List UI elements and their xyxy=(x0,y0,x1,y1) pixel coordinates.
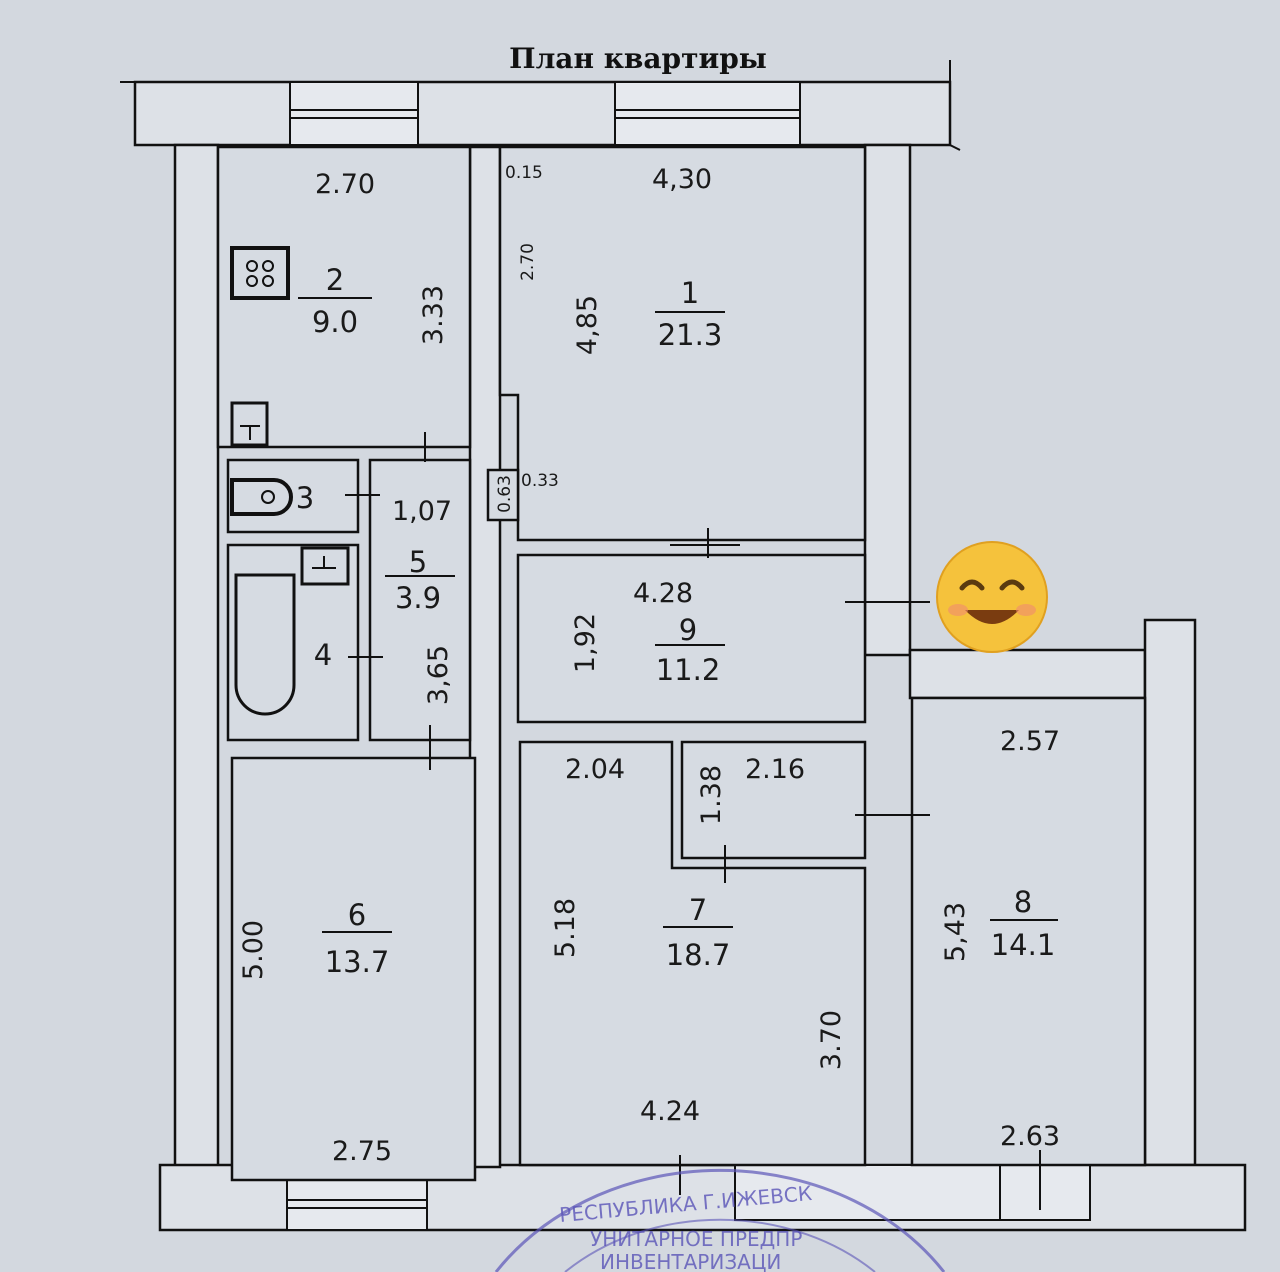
room-8-area: 14.1 xyxy=(991,928,1056,962)
room-2-area: 9.0 xyxy=(312,305,358,339)
room-6 xyxy=(230,756,477,1182)
stamp-text: УНИТАРНОЕ ПРЕДПР xyxy=(590,1227,802,1251)
room-6-area: 13.7 xyxy=(325,945,390,979)
room-5-number: 5 xyxy=(409,545,427,579)
sink-icon xyxy=(230,401,269,447)
room-1 xyxy=(498,145,867,542)
dimension-label: 2.70 xyxy=(315,169,375,200)
plan-title: План квартиры xyxy=(509,42,767,75)
dimension-label: 2.57 xyxy=(1000,726,1060,757)
dimension-label: 2.63 xyxy=(1000,1121,1060,1152)
room-7 xyxy=(518,740,867,1167)
stove-icon xyxy=(230,246,290,300)
dimension-label: 3,65 xyxy=(423,645,454,705)
dimension-label: 0.33 xyxy=(521,471,559,491)
smiley-emoji-icon xyxy=(936,541,1048,653)
closet xyxy=(680,740,867,860)
room-7-area: 18.7 xyxy=(666,938,731,972)
room-1-area: 21.3 xyxy=(658,318,723,352)
toilet-icon xyxy=(230,478,293,516)
dimension-label: 5.18 xyxy=(550,898,581,958)
room-9-area: 11.2 xyxy=(656,653,721,687)
room-5 xyxy=(368,458,472,742)
door-marks xyxy=(345,432,1041,1210)
dimension-label: 5,43 xyxy=(940,902,971,962)
room-9-number: 9 xyxy=(679,613,697,647)
window xyxy=(999,1164,1091,1221)
rooms xyxy=(216,145,1147,1182)
dimension-label: 0.63 xyxy=(495,475,515,513)
window xyxy=(614,81,801,146)
dimension-label: 2.04 xyxy=(565,754,625,785)
room-4-number: 4 xyxy=(314,638,332,672)
room-9 xyxy=(516,553,867,724)
stamp-text: ИНВЕНТАРИЗАЦИ xyxy=(600,1250,781,1272)
washbasin-icon xyxy=(300,546,350,586)
room-8 xyxy=(910,696,1147,1167)
room-6-number: 6 xyxy=(348,898,366,932)
dimension-label: 3.33 xyxy=(418,285,449,345)
bathtub-icon xyxy=(234,573,296,716)
room-labels: 2 9.0 1 21.3 3 4 5 3.9 9 11.2 6 13.7 7 1… xyxy=(296,263,1058,979)
room-1-number: 1 xyxy=(681,276,699,310)
dimension-label: 4.28 xyxy=(633,578,693,609)
dimension-label: 1,92 xyxy=(570,613,601,673)
room-8-number: 8 xyxy=(1014,885,1032,919)
room-7-number: 7 xyxy=(689,893,707,927)
dimension-label: 5.00 xyxy=(238,920,269,980)
window xyxy=(286,1179,428,1231)
dimension-label: 1.38 xyxy=(696,765,727,825)
room-5-area: 3.9 xyxy=(395,581,441,615)
dimension-label: 4,30 xyxy=(652,164,712,195)
dimension-label: 2.75 xyxy=(332,1136,392,1167)
dimension-label: 4,85 xyxy=(572,295,603,355)
room-3-number: 3 xyxy=(296,481,314,515)
dimension-label: 2.70 xyxy=(518,243,538,281)
room-3 xyxy=(226,458,360,534)
window xyxy=(289,81,419,146)
dimension-label: 1,07 xyxy=(392,496,452,527)
dimension-label: 0.15 xyxy=(505,163,543,183)
window xyxy=(734,1164,1001,1221)
dimension-labels: 2.70 3.33 4,30 0.15 2.70 4,85 0.63 0.33 … xyxy=(238,163,1060,1167)
dimension-label: 2.16 xyxy=(745,754,805,785)
dimension-label: 4.24 xyxy=(640,1096,700,1127)
dimension-label: 3.70 xyxy=(816,1010,847,1070)
room-2-number: 2 xyxy=(326,263,344,297)
niche-0-63 xyxy=(486,468,520,522)
